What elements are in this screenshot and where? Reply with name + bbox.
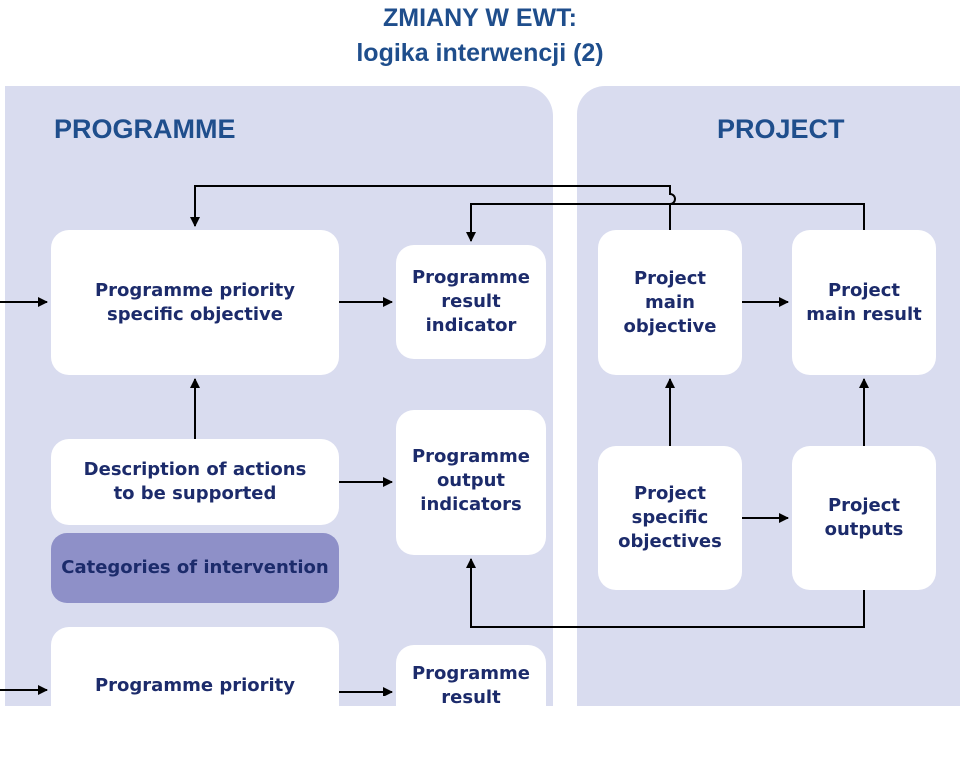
programme-output-indicators-box: Programme output indicators [396,410,546,555]
project-panel [577,86,960,706]
diagram-subtitle: logika interwencji (2) [356,39,604,67]
arrow-main-objective-to-priority-objective [190,185,676,230]
programme-section-label: PROGRAMME [54,114,236,144]
categories-intervention-box: Categories of intervention [51,533,339,603]
project-main-objective-box: Project main objective [598,230,742,375]
description-actions-box: Description of actions to be supported [51,439,339,525]
project-specific-objectives-box: Project specific objectives [598,446,742,590]
programme-result-indicator-box: Programme result indicator [396,245,546,359]
arrow-outputs-to-output-indicators [466,558,865,628]
diagram-title: ZMIANY W EWT: [383,4,577,32]
project-section-label: PROJECT [717,114,845,144]
arrow-main-result-to-result-indicator [466,203,865,242]
project-main-result-box: Project main result [792,230,936,375]
programme-priority-objective-box: Programme priority specific objective [51,230,339,375]
connector-arrows [0,185,869,696]
project-outputs-box: Project outputs [792,446,936,590]
